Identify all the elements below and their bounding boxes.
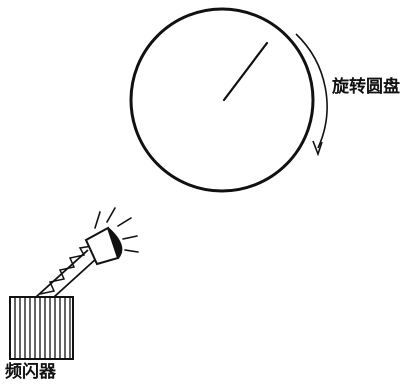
rotating-disk bbox=[129, 7, 315, 193]
strobe-light-rays bbox=[94, 207, 139, 253]
rotation-arrow-head bbox=[312, 140, 323, 157]
strobe-device bbox=[9, 207, 139, 360]
rotating-disk-label: 旋转圆盘 bbox=[332, 77, 400, 97]
disk-outline bbox=[129, 7, 315, 193]
rotation-arrow-arc bbox=[295, 33, 328, 149]
strobe-arm bbox=[35, 245, 98, 298]
strobe-label: 频闪器 bbox=[5, 362, 56, 382]
strobe-base bbox=[9, 296, 74, 360]
rotation-arrow bbox=[295, 33, 328, 157]
disk-mark-line bbox=[222, 41, 269, 102]
strobe-lamp bbox=[84, 226, 123, 266]
